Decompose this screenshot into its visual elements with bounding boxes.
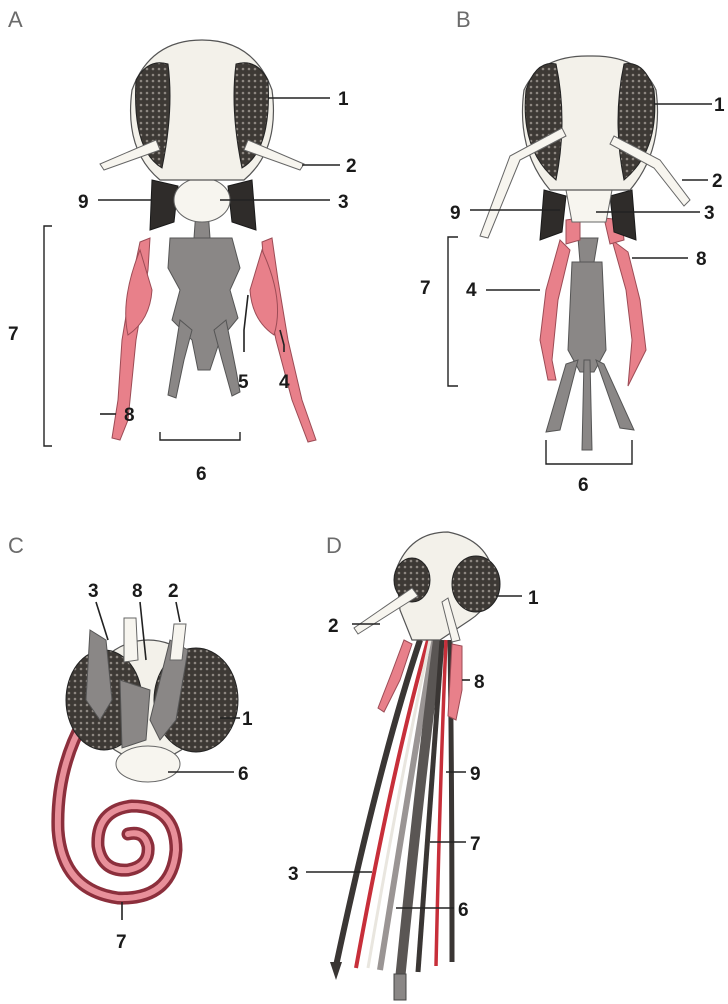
label-b-3: 3 [704,203,715,224]
label-a-7: 7 [8,324,19,345]
panel-c: C 3 8 2 1 6 7 [8,533,253,953]
panel-b-drawing [480,56,690,450]
label-a-6: 6 [196,464,207,485]
label-c-1: 1 [242,709,253,730]
label-a-4: 4 [279,372,290,393]
label-a-9: 9 [78,192,89,213]
leader-c-2 [176,602,180,622]
bracket-a-6 [160,432,240,440]
label-d-7: 7 [470,834,481,855]
label-d-1: 1 [528,588,539,609]
label-b-7: 7 [420,278,431,299]
panel-c-letter: C [8,533,24,558]
label-d-3: 3 [288,864,299,885]
label-b-6: 6 [578,475,589,496]
panel-a-letter: A [8,7,23,32]
panel-b: B [420,7,725,496]
label-b-2: 2 [712,171,723,192]
label-b-8: 8 [696,249,707,270]
label-c-7: 7 [116,932,127,953]
panel-b-letter: B [456,7,471,32]
label-c-6: 6 [238,764,249,785]
bracket-b-7 [448,237,458,386]
label-a-1: 1 [338,89,349,110]
label-d-9: 9 [470,764,481,785]
panel-a: A [8,7,357,485]
panel-d-letter: D [326,533,342,558]
label-b-4: 4 [466,280,477,301]
label-c-2: 2 [168,581,179,602]
label-b-9: 9 [450,203,461,224]
label-d-6: 6 [458,900,469,921]
panel-d: D 1 [288,532,539,1000]
label-a-2: 2 [346,156,357,177]
label-c-8: 8 [132,581,143,602]
label-d-2: 2 [328,616,339,637]
label-c-3: 3 [88,581,99,602]
label-a-5: 5 [238,372,249,393]
bracket-a-7 [44,226,52,446]
label-a-8: 8 [124,405,135,426]
label-d-8: 8 [474,672,485,693]
label-b-1: 1 [714,95,725,116]
label-a-3: 3 [338,192,349,213]
leader-a-5 [244,295,248,352]
panel-c-drawing [58,618,238,898]
